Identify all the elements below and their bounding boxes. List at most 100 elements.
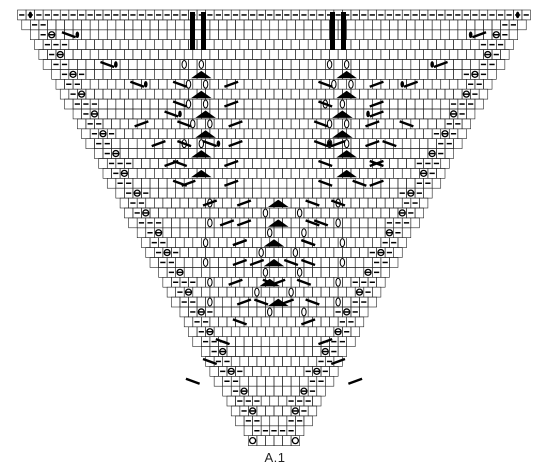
twisted-stitch-symbol <box>348 79 354 89</box>
grid-cell <box>372 237 382 248</box>
grid-cell <box>277 98 288 110</box>
grid-cell <box>128 69 138 80</box>
grid-cell <box>243 286 253 298</box>
grid-cell <box>154 39 164 50</box>
grid-cell <box>226 237 236 248</box>
grid-cell <box>372 29 382 40</box>
grid-cell <box>243 237 253 248</box>
grid-cell <box>222 88 232 100</box>
grid-cell <box>188 217 198 229</box>
grid-cell <box>427 118 437 130</box>
grid-cell <box>183 128 194 140</box>
bobble-symbol <box>143 80 148 88</box>
grid-cell <box>230 356 241 367</box>
grid-cell <box>290 69 300 80</box>
grid-cell <box>329 207 339 219</box>
grid-cell <box>260 267 271 278</box>
twisted-stitch-symbol <box>202 238 209 248</box>
grid-cell <box>333 59 343 70</box>
grid-cell <box>401 59 412 70</box>
grid-cell <box>192 336 202 347</box>
grid-cell <box>132 108 142 120</box>
grid-cell <box>350 118 360 130</box>
grid-cell <box>265 227 275 239</box>
grid-cell <box>277 366 288 377</box>
chart-label: A.1 <box>264 450 286 465</box>
grid-cell <box>81 19 91 31</box>
k2tog-symbol <box>318 338 333 346</box>
grid-cell <box>179 59 189 70</box>
grid-cell <box>316 326 326 337</box>
grid-cell <box>213 296 223 308</box>
grid-cell <box>235 49 245 60</box>
grid-cell <box>299 118 309 130</box>
grid-cell <box>256 138 266 149</box>
grid-cell <box>410 138 420 149</box>
grid-cell <box>273 88 283 100</box>
grid-cell <box>256 375 266 387</box>
yarn-over-symbol <box>291 436 300 445</box>
grid-cell <box>55 19 65 31</box>
grid-cell <box>333 227 343 239</box>
grid-cell <box>149 257 159 268</box>
ssk-symbol <box>318 179 333 187</box>
grid-cell <box>218 207 228 219</box>
grid-cell <box>226 395 236 407</box>
k2tog-symbol <box>365 120 380 128</box>
grid-cell <box>248 385 258 397</box>
yarn-over-symbol <box>377 248 385 257</box>
grid-cell <box>213 197 223 209</box>
grid-cell <box>312 286 322 298</box>
grid-cell <box>213 306 223 318</box>
grid-cell <box>295 158 305 169</box>
bobble-symbol <box>114 61 118 68</box>
k2tog-symbol <box>347 377 363 385</box>
grid-cell <box>397 49 407 60</box>
grid-cell <box>346 19 356 31</box>
grid-cell <box>303 178 313 189</box>
grid-cell <box>354 187 365 199</box>
grid-cell <box>277 128 288 140</box>
grid-cell <box>141 237 151 248</box>
grid-cell <box>461 39 471 50</box>
grid-cell <box>213 39 223 50</box>
grid-cell <box>226 267 236 278</box>
grid-cell <box>312 237 322 248</box>
grid-cell <box>218 49 228 60</box>
grid-cell <box>427 39 437 50</box>
grid-cell <box>136 88 147 100</box>
grid-cell <box>333 247 343 258</box>
grid-cell <box>265 375 275 387</box>
grid-cell <box>389 108 399 120</box>
grid-cell <box>85 88 95 100</box>
grid-cell <box>59 88 70 100</box>
grid-cell <box>363 178 373 189</box>
grid-cell <box>372 19 382 31</box>
grid-cell <box>179 39 189 50</box>
grid-cell <box>252 108 262 120</box>
grid-cell <box>350 326 360 337</box>
grid-cell <box>359 59 369 70</box>
grid-cell <box>158 19 168 31</box>
grid-cell <box>324 168 335 179</box>
grid-cell <box>243 425 253 436</box>
grid-cell <box>414 19 424 31</box>
grid-cell <box>342 197 352 209</box>
grid-cell <box>380 79 390 90</box>
grid-cell <box>333 118 343 130</box>
grid-cell <box>337 257 347 268</box>
grid-cell <box>252 336 262 347</box>
grid-cell <box>474 98 484 110</box>
grid-cell <box>98 19 108 31</box>
grid-cell <box>277 286 288 298</box>
ssk-symbol <box>176 120 192 128</box>
grid-cell <box>162 217 172 229</box>
grid-cell <box>307 59 318 70</box>
grid-cell <box>115 49 125 60</box>
grid-cell <box>346 257 356 268</box>
grid-cell <box>380 108 390 120</box>
grid-cell <box>269 336 279 347</box>
grid-cell <box>256 385 266 397</box>
grid-cell <box>414 207 424 219</box>
grid-cell <box>299 69 309 80</box>
